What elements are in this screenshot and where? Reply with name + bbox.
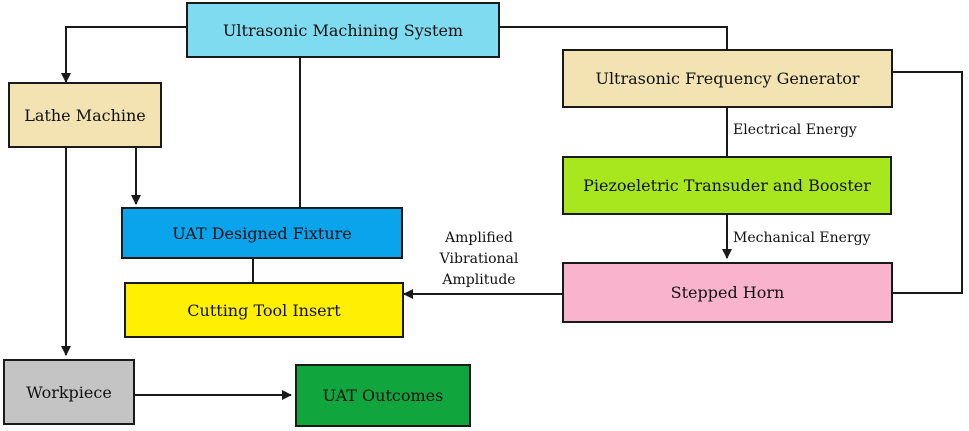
node-label: UAT Outcomes [322, 386, 444, 405]
edge-system-to-generator [500, 26, 728, 49]
node-stepped-horn: Stepped Horn [562, 262, 893, 323]
node-label: Piezoeletric Transuder and Booster [583, 176, 871, 195]
node-label: Ultrasonic Frequency Generator [595, 69, 860, 88]
amplitude-line-2: Vibrational [439, 251, 519, 267]
node-ultrasonic-frequency-generator: Ultrasonic Frequency Generator [562, 49, 893, 108]
node-label: UAT Designed Fixture [172, 223, 352, 243]
node-label: Lathe Machine [24, 105, 146, 125]
node-ultrasonic-machining-system: Ultrasonic Machining System [186, 2, 500, 58]
node-lathe-machine: Lathe Machine [8, 82, 162, 148]
node-label: Cutting Tool Insert [187, 300, 341, 320]
node-label: Workpiece [26, 382, 112, 402]
edge-generator-loop-to-horn [893, 71, 963, 294]
amplitude-line-3: Amplitude [442, 272, 516, 288]
edge-label-mechanical-energy: Mechanical Energy [733, 230, 871, 246]
node-uat-designed-fixture: UAT Designed Fixture [121, 207, 403, 259]
edge-system-to-lathe [61, 26, 186, 83]
node-workpiece: Workpiece [3, 359, 135, 425]
node-label: Stepped Horn [670, 283, 785, 302]
edge-label-electrical-energy: Electrical Energy [733, 122, 857, 138]
amplitude-line-1: Amplified [445, 230, 513, 246]
node-label: Ultrasonic Machining System [222, 20, 464, 40]
edge-label-amplified-vibrational-amplitude: Amplified Vibrational Amplitude [414, 228, 544, 291]
node-cutting-tool-insert: Cutting Tool Insert [124, 282, 404, 338]
node-piezoelectric-transducer-booster: Piezoeletric Transuder and Booster [562, 156, 892, 215]
node-uat-outcomes: UAT Outcomes [295, 364, 471, 427]
